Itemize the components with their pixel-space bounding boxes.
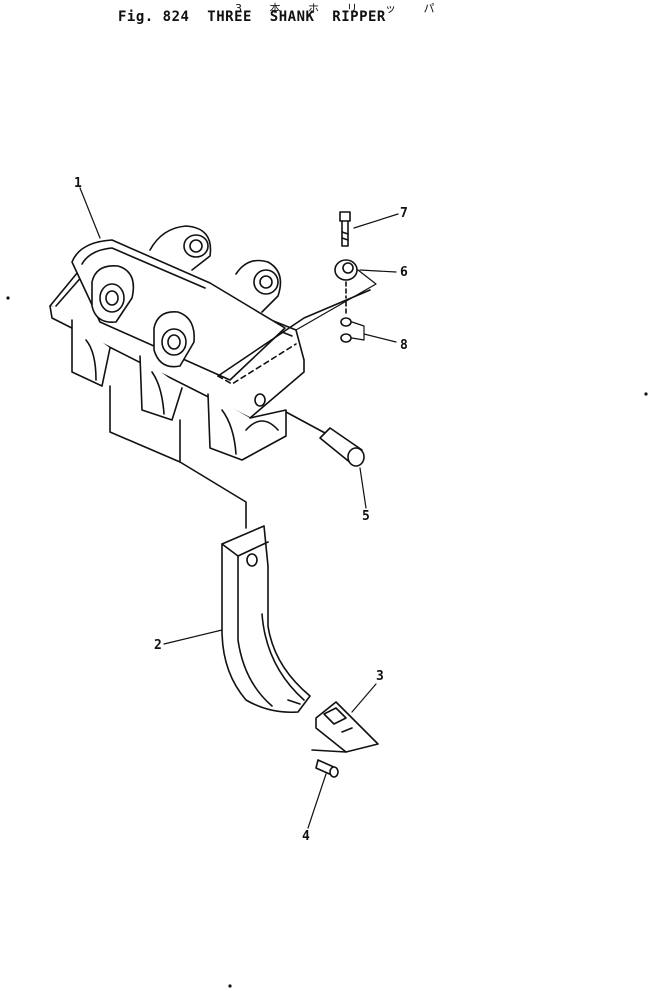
callout-3: 3 bbox=[376, 669, 384, 684]
callout-1: 1 bbox=[74, 176, 82, 191]
part-7-bolt bbox=[339, 211, 351, 247]
part-8-washer-nut bbox=[340, 301, 352, 343]
callout-8: 8 bbox=[400, 338, 408, 353]
callout-2: 2 bbox=[154, 638, 162, 653]
part-3-tip bbox=[311, 701, 379, 753]
figure-title: Fig. 824 THREE SHANK RIPPER bbox=[118, 9, 386, 25]
callout-6: 6 bbox=[400, 265, 408, 280]
part-6-bushing bbox=[334, 259, 358, 299]
callout-4: 4 bbox=[302, 829, 310, 844]
callout-5: 5 bbox=[362, 509, 370, 524]
part-1-shank-holder bbox=[49, 225, 371, 529]
leader-lines bbox=[79, 187, 399, 829]
japanese-title: 3 本 ホ リ ッ パ bbox=[235, 2, 447, 15]
part-5-pin bbox=[319, 427, 365, 467]
callout-7: 7 bbox=[400, 206, 408, 221]
part-2-shank bbox=[221, 525, 311, 714]
part-4-pin bbox=[315, 759, 339, 778]
